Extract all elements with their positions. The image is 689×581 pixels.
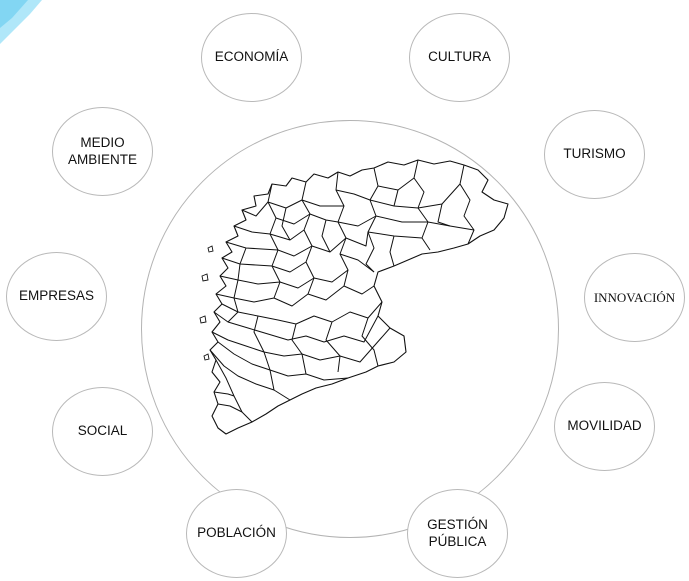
topic-empresas-bubble: EMPRESAS (6, 252, 107, 341)
topic-movilidad-label: MOVILIDAD (567, 418, 642, 434)
topic-innovacion-bubble: INNOVACIÓN (584, 253, 685, 342)
topic-poblacion-label: POBLACIÓN (197, 525, 276, 541)
topic-social-label: SOCIAL (77, 423, 128, 439)
topic-turismo-label: TURISMO (563, 146, 626, 162)
topic-turismo-bubble: TURISMO (544, 110, 645, 199)
corner-accent-shape (0, 0, 42, 44)
topic-cultura-bubble: CULTURA (409, 13, 510, 102)
region-municipalities-map-icon (199, 159, 509, 435)
topic-innovacion-label: INNOVACIÓN (593, 289, 676, 305)
topic-cultura-label: CULTURA (428, 49, 491, 65)
topic-gestion-publica-bubble: GESTIÓN PÚBLICA (407, 489, 508, 578)
topic-economia-label: ECONOMÍA (214, 49, 289, 65)
topic-movilidad-bubble: MOVILIDAD (554, 382, 655, 471)
topic-economia-bubble: ECONOMÍA (201, 13, 302, 102)
topic-medio-ambiente-bubble: MEDIO AMBIENTE (52, 107, 153, 196)
topic-empresas-label: EMPRESAS (18, 288, 95, 304)
topic-poblacion-bubble: POBLACIÓN (186, 489, 287, 578)
topic-medio-ambiente-label: MEDIO AMBIENTE (67, 135, 137, 167)
topic-gestion-publica-label: GESTIÓN PÚBLICA (427, 517, 488, 549)
topic-social-bubble: SOCIAL (52, 387, 153, 476)
